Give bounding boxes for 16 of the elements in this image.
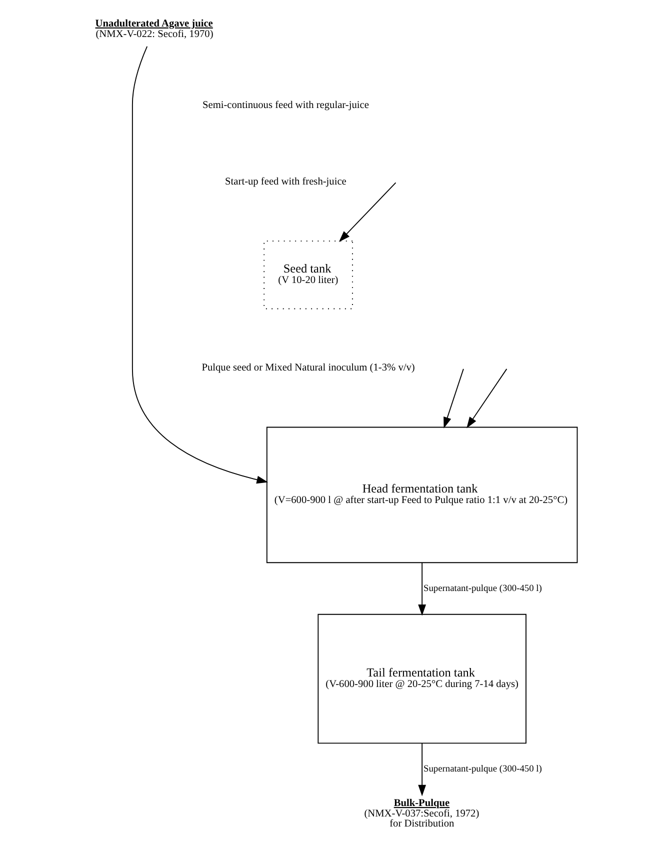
arrow <box>338 182 396 242</box>
node-box: Head fermentation tank (V=600-900 l @ after start-up Feed to Pulque ratio 1:1 v/v at 20-25°C) <box>266 426 578 564</box>
label: Pulque seed or Mixed Natural inoculum (1-3% v/v) <box>201 362 414 374</box>
edge-label: Supernatant-pulque (300-450 l) <box>423 764 542 774</box>
label: Semi-continuous feed with regular-juice <box>202 100 368 112</box>
arrow <box>418 562 426 616</box>
arrow <box>466 368 507 428</box>
node-box: Seed tank (V 10-20 liter) <box>263 240 352 310</box>
arrow <box>131 46 268 484</box>
label: Start-up feed with fresh-juice <box>224 176 346 188</box>
edge-label: Supernatant-pulque (300-450 l) <box>423 584 542 594</box>
arrow <box>443 368 464 428</box>
node-box: Tail fermentation tank (V-600-900 liter @ 20-25°C during 7-14 days) <box>317 614 526 744</box>
node-text: Bulk-Pulque (NMX-V-037:Secofi, 1972) for Distribution <box>364 798 479 830</box>
arrow <box>418 742 426 796</box>
node-text: Unadulterated Agave juice (NMX-V-022: Secofi, 1970) <box>94 18 213 40</box>
